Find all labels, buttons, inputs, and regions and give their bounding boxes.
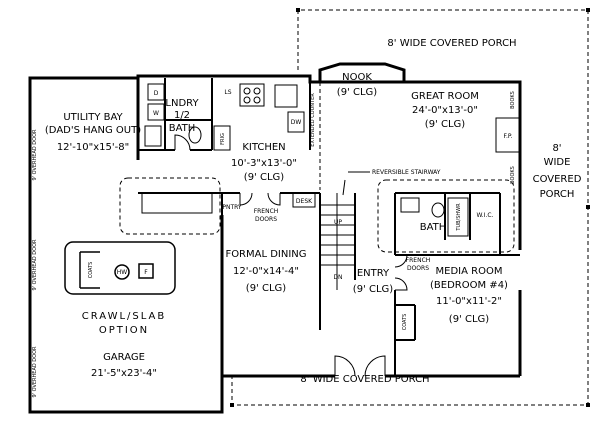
nook-clg: (9' CLG) — [337, 87, 377, 98]
books-upper-label: BOOKS — [510, 91, 516, 109]
nook-name: NOOK — [342, 72, 372, 83]
utility-bay-size: 12'-10"x15'-8" — [57, 142, 129, 153]
fireplace-label: F.P. — [504, 133, 513, 140]
books-lower-label: BOOKS — [510, 166, 516, 184]
porch-outlines — [231, 9, 589, 406]
formal-dining-clg: (9' CLG) — [246, 283, 286, 294]
entry-name: ENTRY — [357, 268, 390, 279]
exterior-walls — [28, 62, 522, 414]
porch-right-line4: PORCH — [540, 189, 575, 200]
hw-label: HW — [117, 269, 128, 276]
media-room-alt: (BEDROOM #4) — [430, 280, 508, 291]
utility-bay-name: UTILITY BAY — [63, 112, 123, 123]
porch-right-line2: WIDE — [544, 157, 571, 168]
stairs-down-label: DN — [333, 274, 342, 281]
laundry-bath: BATH — [169, 123, 196, 134]
crawl-line1: CRAWL/SLAB — [82, 311, 167, 322]
porch-bottom-label: 8' WIDE COVERED PORCH — [300, 374, 429, 385]
crawl-line2: OPTION — [99, 325, 149, 336]
kitchen-size: 10'-3"x13'-0" — [231, 158, 297, 169]
pantry-label: PNTRY — [222, 204, 242, 211]
overhead-door-2: 9' OVERHEAD DOOR — [32, 239, 38, 291]
overhead-door-1: 9' OVERHEAD DOOR — [32, 129, 38, 181]
great-room-clg: (9' CLG) — [425, 119, 465, 130]
porch-right-line3: COVERED — [533, 174, 582, 185]
french-doors-dining-1: FRENCH — [254, 208, 279, 215]
wic-label: W.I.C. — [477, 212, 494, 219]
utility-bay-note: (DAD'S HANG OUT) — [45, 125, 141, 136]
garage-name: GARAGE — [103, 352, 145, 363]
stairs — [320, 171, 370, 290]
door-swings — [174, 134, 408, 377]
bath-label: BATH — [420, 222, 447, 233]
dryer-label: D — [154, 90, 159, 97]
laundry-name: LNDRY — [165, 98, 199, 109]
kitchen-name: KITCHEN — [242, 142, 285, 153]
washer-label: W — [153, 110, 159, 117]
coats-entry-label: COATS — [402, 314, 408, 331]
formal-dining-name: FORMAL DINING — [225, 249, 306, 260]
dw-label: DW — [291, 119, 302, 126]
crawl-option-box — [64, 241, 176, 295]
furnace-label: F — [144, 269, 148, 276]
laundry-half: 1/2 — [174, 110, 190, 121]
media-room-size: 11'-0"x11'-2" — [436, 296, 502, 307]
fixtures — [141, 83, 521, 237]
great-room-size: 24'-0"x13'-0" — [412, 105, 478, 116]
media-room-clg: (9' CLG) — [449, 314, 489, 325]
garage-size: 21'-5"x23'-4" — [91, 368, 157, 379]
french-doors-dining-2: DOORS — [255, 216, 277, 223]
french-doors-media-2: DOORS — [407, 265, 429, 272]
coats-garage-label: COATS — [88, 262, 94, 279]
kitchen-clg: (9' CLG) — [244, 172, 284, 183]
porch-right-line1: 8' — [552, 143, 561, 154]
extended-counter-label: EXTENDED COUNTER — [310, 93, 316, 147]
porch-posts — [230, 8, 590, 407]
reversible-stairway-label: REVERSIBLE STAIRWAY — [372, 169, 441, 176]
dashed-overlays — [119, 82, 515, 253]
entry-clg: (9' CLG) — [353, 284, 393, 295]
french-doors-media-1: FRENCH — [406, 257, 431, 264]
media-room-name: MEDIA ROOM — [436, 266, 503, 277]
formal-dining-size: 12'-0"x14'-4" — [233, 266, 299, 277]
tub-shower-label: TUB/SHWR — [456, 203, 462, 232]
porch-top-label: 8' WIDE COVERED PORCH — [387, 38, 516, 49]
lazy-susan-label: LS — [224, 89, 231, 96]
great-room-name: GREAT ROOM — [411, 91, 479, 102]
overhead-door-3: 9' OVERHEAD DOOR — [32, 346, 38, 398]
frig-label: FRIG — [220, 133, 226, 145]
desk-label: DESK — [296, 198, 313, 205]
stairs-up-label: UP — [334, 219, 342, 226]
